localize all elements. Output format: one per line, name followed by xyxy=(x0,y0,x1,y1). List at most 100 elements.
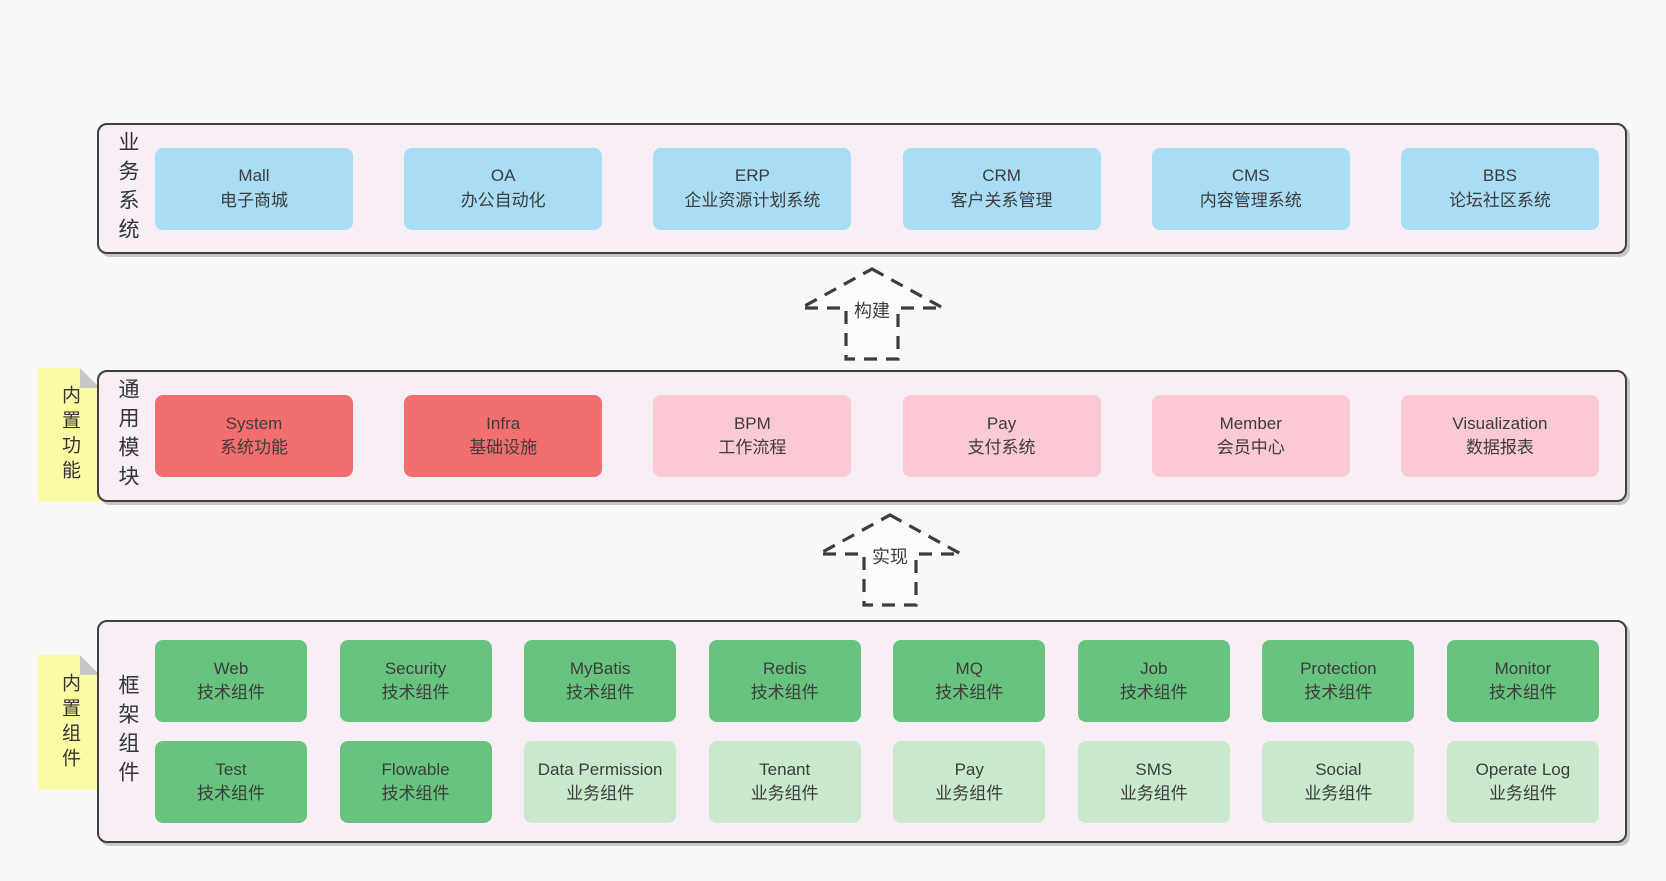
box-title: BBS xyxy=(1482,166,1517,186)
box-title: Web xyxy=(213,658,249,678)
box-subtitle: 技术组件 xyxy=(1488,683,1557,702)
box-mybatis: MyBatis 技术组件 xyxy=(524,640,677,722)
box-title: Flowable xyxy=(381,759,450,779)
box-subtitle: 技术组件 xyxy=(1304,683,1373,702)
box-title: CRM xyxy=(982,166,1021,186)
box-subtitle: 业务组件 xyxy=(566,784,635,803)
box-title: Security xyxy=(384,658,447,678)
box-operate-log: Operate Log 业务组件 xyxy=(1446,741,1599,823)
box-flowable: Flowable 技术组件 xyxy=(339,741,492,823)
box-subtitle: 支付系统 xyxy=(967,438,1036,457)
box-subtitle: 论坛社区系统 xyxy=(1448,190,1551,210)
box-pay-component: Pay 业务组件 xyxy=(893,741,1046,823)
box-subtitle: 电子商城 xyxy=(220,190,288,210)
box-title: Infra xyxy=(486,413,521,433)
box-subtitle: 会员中心 xyxy=(1216,438,1285,457)
box-social: Social 业务组件 xyxy=(1262,741,1415,823)
box-pay-system: Pay 支付系统 xyxy=(902,395,1101,477)
box-title: Operate Log xyxy=(1475,759,1571,779)
box-subtitle: 客户关系管理 xyxy=(950,190,1053,210)
box-subtitle: 业务组件 xyxy=(1304,784,1373,803)
box-title: MQ xyxy=(955,658,983,678)
component-row-1: Web 技术组件 Security 技术组件 MyBatis 技术组件 Redi… xyxy=(155,640,1599,722)
arrow-build: 构建 xyxy=(797,266,947,362)
box-title: Protection xyxy=(1300,658,1377,678)
box-subtitle: 工作流程 xyxy=(718,438,787,457)
panel-content: Web 技术组件 Security 技术组件 MyBatis 技术组件 Redi… xyxy=(155,622,1625,841)
box-title: Tenant xyxy=(759,759,811,779)
panel-label-zone: 业务系统 xyxy=(99,125,155,252)
arrow-label-build: 构建 xyxy=(849,296,895,324)
box-title: OA xyxy=(490,166,516,186)
panel-business-systems: 业务系统 Mall 电子商城 OA 办公自动化 ERP 企业资源计划系统 CRM… xyxy=(97,123,1627,254)
box-mall: Mall 电子商城 xyxy=(155,147,353,230)
panel-label-zone: 框架组件 xyxy=(99,622,155,841)
box-title: Pay xyxy=(954,759,984,779)
sticky-note-label: 内置功能 xyxy=(58,385,80,485)
component-row-2: Test 技术组件 Flowable 技术组件 Data Permission … xyxy=(155,741,1599,823)
box-crm: CRM 客户关系管理 xyxy=(902,147,1101,230)
box-title: Visualization xyxy=(1452,413,1548,433)
box-subtitle: 业务组件 xyxy=(1119,784,1188,803)
box-system: System 系统功能 xyxy=(155,395,353,477)
panel-framework-components: 框架组件 Web 技术组件 Security 技术组件 MyBatis 技术组件… xyxy=(97,620,1627,843)
box-subtitle: 系统功能 xyxy=(220,438,288,457)
box-web: Web 技术组件 xyxy=(155,640,307,722)
box-title: Monitor xyxy=(1494,658,1552,678)
box-title: ERP xyxy=(734,166,770,186)
box-title: Test xyxy=(215,759,247,779)
box-oa: OA 办公自动化 xyxy=(404,147,603,230)
box-title: SMS xyxy=(1135,759,1173,779)
box-bpm: BPM 工作流程 xyxy=(653,395,852,477)
box-protection: Protection 技术组件 xyxy=(1262,640,1415,722)
box-subtitle: 技术组件 xyxy=(1119,683,1188,702)
panel-label-zone: 通用模块 xyxy=(99,372,155,500)
box-subtitle: 技术组件 xyxy=(750,683,819,702)
sticky-note-builtin-components: 内置组件 xyxy=(38,655,100,790)
panel-common-modules: 通用模块 System 系统功能 Infra 基础设施 BPM 工作流程 Pay… xyxy=(97,370,1627,502)
box-subtitle: 技术组件 xyxy=(381,683,450,702)
box-title: BPM xyxy=(733,413,771,433)
box-title: Pay xyxy=(986,413,1017,433)
box-member: Member 会员中心 xyxy=(1151,395,1350,477)
box-title: Redis xyxy=(762,658,807,678)
box-subtitle: 办公自动化 xyxy=(460,190,546,210)
box-test: Test 技术组件 xyxy=(155,741,307,823)
box-cms: CMS 内容管理系统 xyxy=(1151,147,1350,230)
box-subtitle: 技术组件 xyxy=(197,683,265,702)
panel-label-common-modules: 通用模块 xyxy=(116,378,140,494)
box-data-permission: Data Permission 业务组件 xyxy=(524,741,677,823)
box-job: Job 技术组件 xyxy=(1077,640,1230,722)
panel-label-business-systems: 业务系统 xyxy=(116,130,140,247)
box-monitor: Monitor 技术组件 xyxy=(1446,640,1599,722)
box-erp: ERP 企业资源计划系统 xyxy=(653,147,852,230)
arrow-label-implement: 实现 xyxy=(867,542,913,570)
panel-content: System 系统功能 Infra 基础设施 BPM 工作流程 Pay 支付系统… xyxy=(155,372,1625,500)
box-title: System xyxy=(225,413,283,433)
box-title: Member xyxy=(1219,413,1282,433)
box-tenant: Tenant 业务组件 xyxy=(708,741,861,823)
sticky-note-builtin-functions: 内置功能 xyxy=(38,368,100,502)
box-subtitle: 技术组件 xyxy=(197,784,265,803)
box-title: Job xyxy=(1140,658,1168,678)
box-visualization: Visualization 数据报表 xyxy=(1400,395,1599,477)
box-subtitle: 业务组件 xyxy=(750,784,819,803)
box-subtitle: 企业资源计划系统 xyxy=(684,190,821,210)
box-subtitle: 技术组件 xyxy=(935,683,1004,702)
sticky-note-label: 内置组件 xyxy=(58,672,80,773)
panel-content: Mall 电子商城 OA 办公自动化 ERP 企业资源计划系统 CRM 客户关系… xyxy=(155,125,1625,252)
box-mq: MQ 技术组件 xyxy=(893,640,1046,722)
box-title: MyBatis xyxy=(569,658,631,678)
box-bbs: BBS 论坛社区系统 xyxy=(1400,147,1599,230)
box-title: CMS xyxy=(1231,166,1270,186)
box-subtitle: 内容管理系统 xyxy=(1199,190,1302,210)
box-sms: SMS 业务组件 xyxy=(1077,741,1230,823)
box-subtitle: 业务组件 xyxy=(1488,784,1557,803)
box-subtitle: 技术组件 xyxy=(381,784,450,803)
box-subtitle: 技术组件 xyxy=(566,683,635,702)
box-title: Social xyxy=(1315,759,1362,779)
box-title: Data Permission xyxy=(537,759,663,779)
panel-label-framework-components: 框架组件 xyxy=(116,673,140,790)
box-title: Mall xyxy=(238,166,270,186)
